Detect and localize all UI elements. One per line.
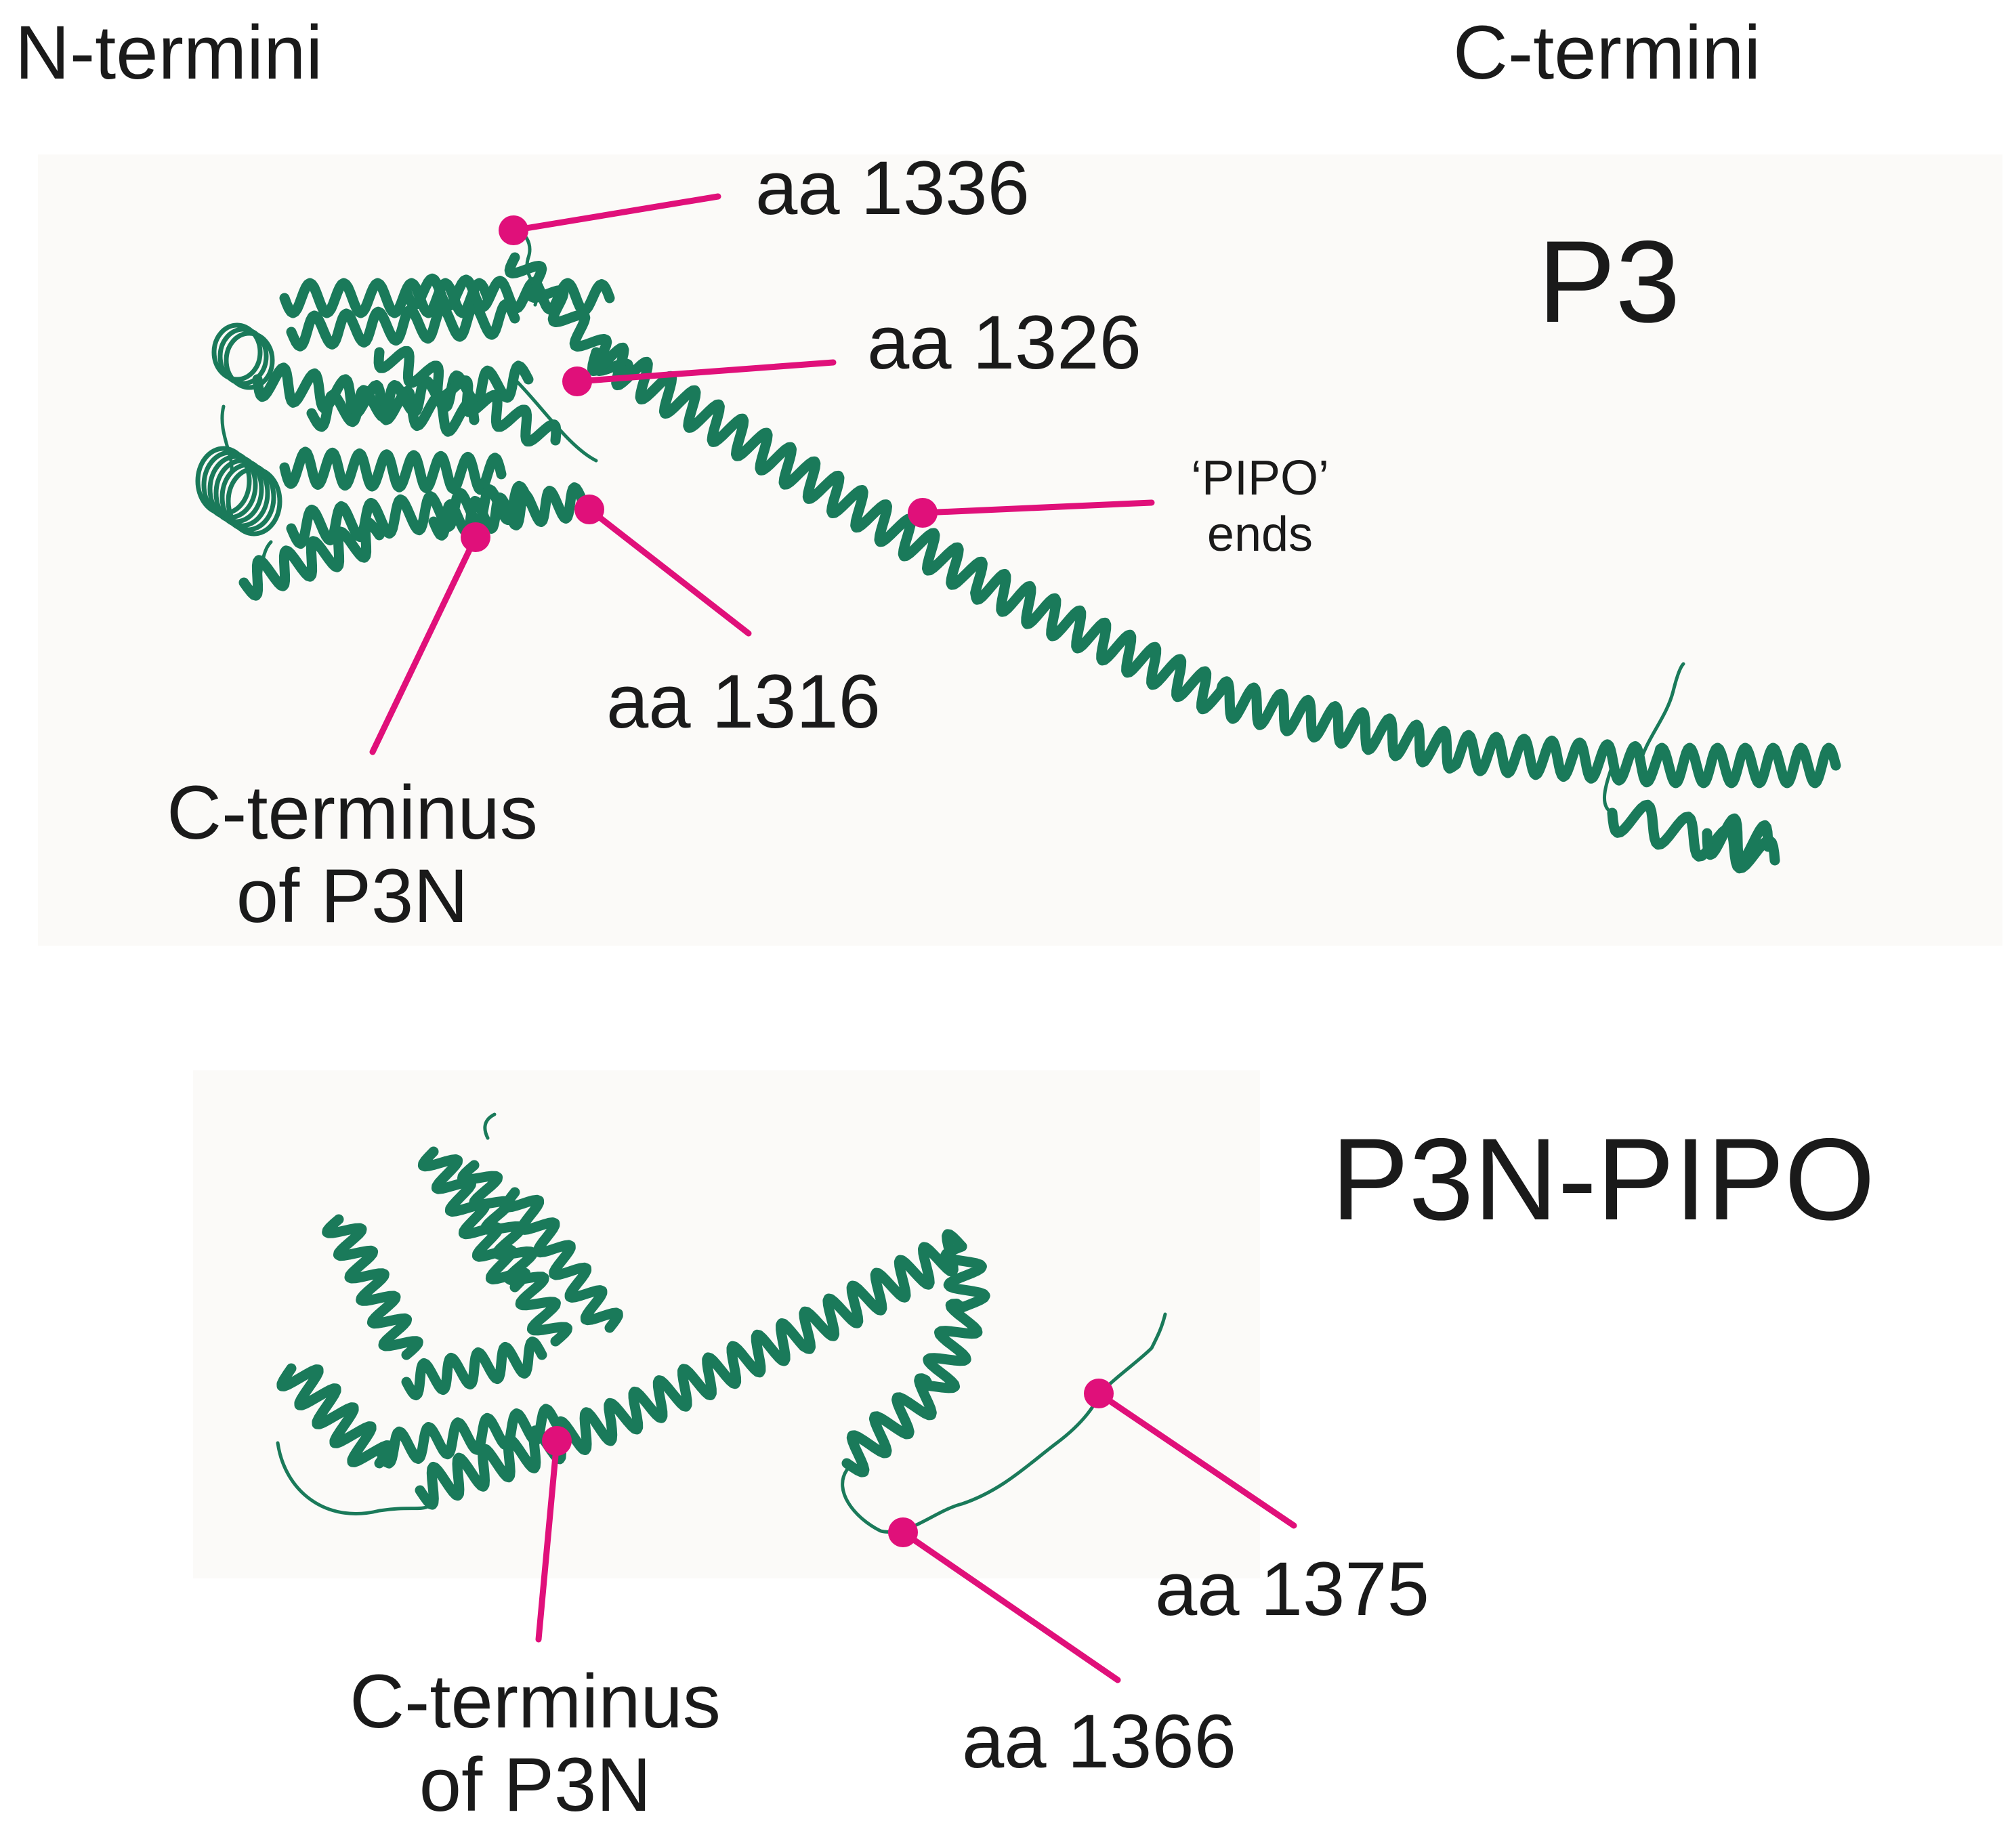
pipo-ends-label: ‘PIPO’ ends xyxy=(1179,450,1341,563)
aa1326-marker-dot xyxy=(562,366,592,396)
aa1316-marker-leader-line xyxy=(586,506,752,637)
aa1375-marker-dot xyxy=(1084,1379,1114,1408)
pipo-helix-g xyxy=(374,1404,561,1469)
p3-helix-end-on xyxy=(226,466,282,537)
aa1366-label: aa 1366 xyxy=(962,1699,1236,1784)
pipo-helix-b xyxy=(417,1146,531,1293)
p3-helix-end-on-2 xyxy=(217,327,269,386)
pipo-ends-line2: ends xyxy=(1206,507,1314,562)
p3-cterm-marker-dot xyxy=(461,522,490,552)
p3-cterm-tail xyxy=(1637,662,1685,768)
p3-helix-end-on xyxy=(219,462,276,532)
pipo-cterm-marker-leader-line xyxy=(535,1438,560,1643)
position-markers xyxy=(369,193,1297,1683)
pipo-cterm-p3n-label: C-terminus of P3N xyxy=(298,1659,772,1828)
p3-helix-end-on xyxy=(213,458,270,528)
pipo-ends-marker-leader-line xyxy=(919,499,1155,516)
aa1336-marker-leader-line xyxy=(510,193,721,234)
pipo-helix-e xyxy=(276,1363,394,1469)
p3-helix-f xyxy=(373,345,562,447)
p3-helix-end-on-2 xyxy=(211,322,263,382)
p3-cterm-p3n-label: C-terminus of P3N xyxy=(115,771,589,938)
pipo-ends-line1: ‘PIPO’ xyxy=(1190,451,1330,505)
p3-cterm-marker-leader-line xyxy=(369,534,479,755)
aa1326-marker-leader-line xyxy=(574,359,837,385)
aa1375-marker-leader-line xyxy=(1095,1390,1297,1529)
pipo-coil-top xyxy=(483,1112,497,1140)
c-termini-label: C-termini xyxy=(1453,10,1761,95)
pipo-long-helix xyxy=(415,1229,967,1510)
aa1326-label: aa 1326 xyxy=(867,300,1141,385)
pipo-helix-d xyxy=(501,1187,623,1333)
p3-cterm-coil xyxy=(1602,763,1614,815)
pipo-cterm-line1: C-terminus xyxy=(350,1659,721,1744)
pipo-ends-marker-dot xyxy=(908,498,938,528)
pipo-tail-coil xyxy=(841,1312,1167,1534)
p3n-pipo-title: P3N-PIPO xyxy=(1331,1114,1875,1244)
p3-protein-structure xyxy=(195,226,1841,874)
p3-coil-left xyxy=(249,540,273,598)
p3-long-helix xyxy=(587,342,1841,789)
p3-helix-e xyxy=(279,446,507,495)
pipo-helix-f xyxy=(401,1336,547,1401)
aa1316-label: aa 1316 xyxy=(606,659,881,744)
p3-helix-g xyxy=(401,273,615,316)
aa1366-marker-dot xyxy=(888,1517,918,1547)
aa1336-marker-dot xyxy=(499,215,528,245)
p3-cterm-line1: C-terminus xyxy=(167,770,538,855)
p3-helix-i xyxy=(286,480,534,549)
pipo-helix-a xyxy=(322,1214,423,1360)
n-termini-label: N-termini xyxy=(15,10,323,95)
pipo-descending-helix xyxy=(841,1241,990,1477)
pipo-helix-c xyxy=(457,1160,572,1347)
p3-cterm-helix-a xyxy=(1607,799,1780,874)
p3-helix-end-on-2 xyxy=(224,331,275,390)
p3-coil-loop xyxy=(220,404,234,476)
p3-helix-d xyxy=(306,360,534,432)
aa1366-marker-leader-line xyxy=(900,1529,1121,1683)
p3-cterm-helix-b xyxy=(1702,813,1773,867)
aa1316-marker-dot xyxy=(574,495,604,524)
aa1375-label: aa 1375 xyxy=(1155,1547,1429,1631)
aa1336-label: aa 1336 xyxy=(755,146,1030,230)
p3n-pipo-protein-structure xyxy=(276,1112,1167,1534)
p3-helix-k xyxy=(428,482,588,541)
p3-cterm-line2: of P3N xyxy=(236,854,469,939)
p3-coil-mid xyxy=(513,377,598,463)
pipo-cterm-line2: of P3N xyxy=(419,1742,652,1828)
p3-title: P3 xyxy=(1538,217,1681,347)
pipo-cterm-marker-dot xyxy=(542,1426,572,1456)
